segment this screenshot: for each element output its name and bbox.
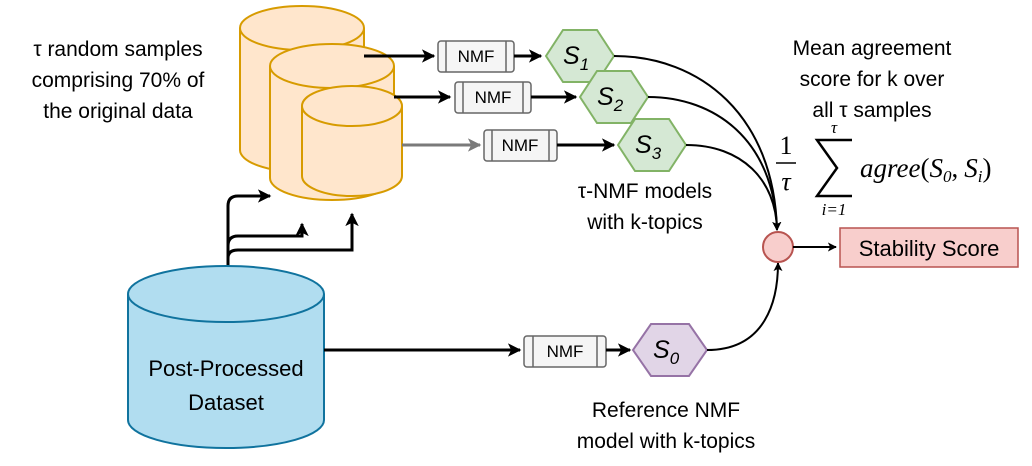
samples-annotation: τ random samples comprising 70% of the o… bbox=[32, 38, 205, 123]
hexagons-to-aggregator-curves bbox=[613, 55, 783, 351]
mean-agreement-annotation: Mean agreement score for k over all τ sa… bbox=[793, 37, 952, 122]
formula-arg0-sub: 0 bbox=[943, 167, 952, 186]
nmf-box-1: NMF bbox=[437, 40, 515, 73]
hexagon-s1: S1 bbox=[544, 29, 616, 83]
hexagon-s1-sub: 1 bbox=[580, 55, 589, 74]
curve-s0-to-aggregator bbox=[706, 262, 783, 351]
reference-annotation: Reference NMF model with k-topics bbox=[577, 399, 756, 453]
dataset-to-samples-connectors bbox=[226, 189, 359, 268]
mean-annotation-line1: Mean agreement bbox=[793, 37, 952, 60]
nmf-box-3: NMF bbox=[483, 129, 558, 162]
curve-s1-to-aggregator bbox=[613, 55, 782, 231]
svg-text:S1: S1 bbox=[563, 42, 589, 74]
mean-annotation-line2: score for k over bbox=[800, 68, 945, 91]
dataset-cylinder: Post-Processed Dataset bbox=[127, 265, 325, 449]
svg-text:S2: S2 bbox=[597, 83, 624, 115]
hexagon-s0-sub: 0 bbox=[670, 349, 680, 368]
samples-annotation-line3: the original data bbox=[43, 100, 193, 123]
formula-fraction-numerator: 1 bbox=[780, 131, 793, 160]
formula-open-paren: ( bbox=[920, 153, 929, 183]
nmf-label-2: NMF bbox=[475, 88, 512, 107]
connector-to-sample-3 bbox=[226, 212, 359, 259]
svg-text:S3: S3 bbox=[635, 131, 662, 163]
svg-text:agree(S0,Si): agree(S0,Si) bbox=[860, 153, 991, 186]
formula-arg1-sub: i bbox=[978, 167, 983, 186]
formula-close-paren: ) bbox=[982, 153, 991, 183]
dataset-label-line1: Post-Processed bbox=[148, 356, 303, 381]
nmf-box-0: NMF bbox=[523, 335, 607, 368]
formula-fraction-denominator: τ bbox=[781, 167, 792, 196]
connector-to-sample-1 bbox=[226, 189, 272, 268]
nmf-label-0: NMF bbox=[547, 342, 584, 361]
reference-annotation-line2: model with k-topics bbox=[577, 430, 756, 453]
samples-annotation-line2: comprising 70% of bbox=[32, 69, 205, 92]
hexagon-s3-label: S bbox=[635, 131, 652, 159]
formula-comma: , bbox=[951, 153, 958, 183]
reference-annotation-line1: Reference NMF bbox=[592, 399, 740, 422]
svg-text:S0: S0 bbox=[653, 336, 680, 368]
models-annotation-line1: τ-NMF models bbox=[578, 180, 712, 203]
formula-sum-upper: τ bbox=[831, 118, 838, 137]
hexagon-s2-sub: 2 bbox=[613, 96, 624, 115]
formula-function-name: agree bbox=[860, 153, 920, 183]
models-annotation: τ-NMF models with k-topics bbox=[578, 180, 712, 234]
connector-to-sample-2 bbox=[226, 222, 309, 247]
hexagon-s0-label: S bbox=[653, 336, 670, 364]
hexagon-s2-label: S bbox=[597, 83, 614, 111]
stability-score-label: Stability Score bbox=[859, 236, 1000, 261]
formula-sum-lower: i=1 bbox=[822, 200, 847, 219]
formula-arg0: S bbox=[929, 153, 943, 183]
stability-formula: 1 τ τ i=1 agree(S0,Si) bbox=[776, 118, 991, 219]
sample-cylinder-3 bbox=[301, 85, 403, 197]
curve-s2-to-aggregator bbox=[647, 96, 782, 231]
nmf-label-1: NMF bbox=[458, 47, 495, 66]
hexagon-s2: S2 bbox=[578, 70, 650, 124]
nmf-box-2: NMF bbox=[454, 81, 532, 114]
sigma-icon bbox=[814, 138, 852, 198]
hexagon-s1-label: S bbox=[563, 42, 580, 70]
hexagon-s0: S0 bbox=[631, 323, 709, 377]
hexagon-s3: S3 bbox=[616, 118, 688, 172]
mean-annotation-line3: all τ samples bbox=[812, 99, 931, 122]
samples-annotation-line1: τ random samples bbox=[33, 38, 202, 61]
stability-score-box: Stability Score bbox=[839, 227, 1019, 268]
curve-s3-to-aggregator bbox=[685, 144, 782, 231]
formula-arg1: S bbox=[964, 153, 978, 183]
nmf-label-3: NMF bbox=[502, 136, 539, 155]
hexagon-s3-sub: 3 bbox=[652, 144, 662, 163]
models-annotation-line2: with k-topics bbox=[586, 211, 703, 234]
aggregator-circle bbox=[762, 231, 794, 263]
dataset-label-line2: Dataset bbox=[188, 390, 264, 415]
